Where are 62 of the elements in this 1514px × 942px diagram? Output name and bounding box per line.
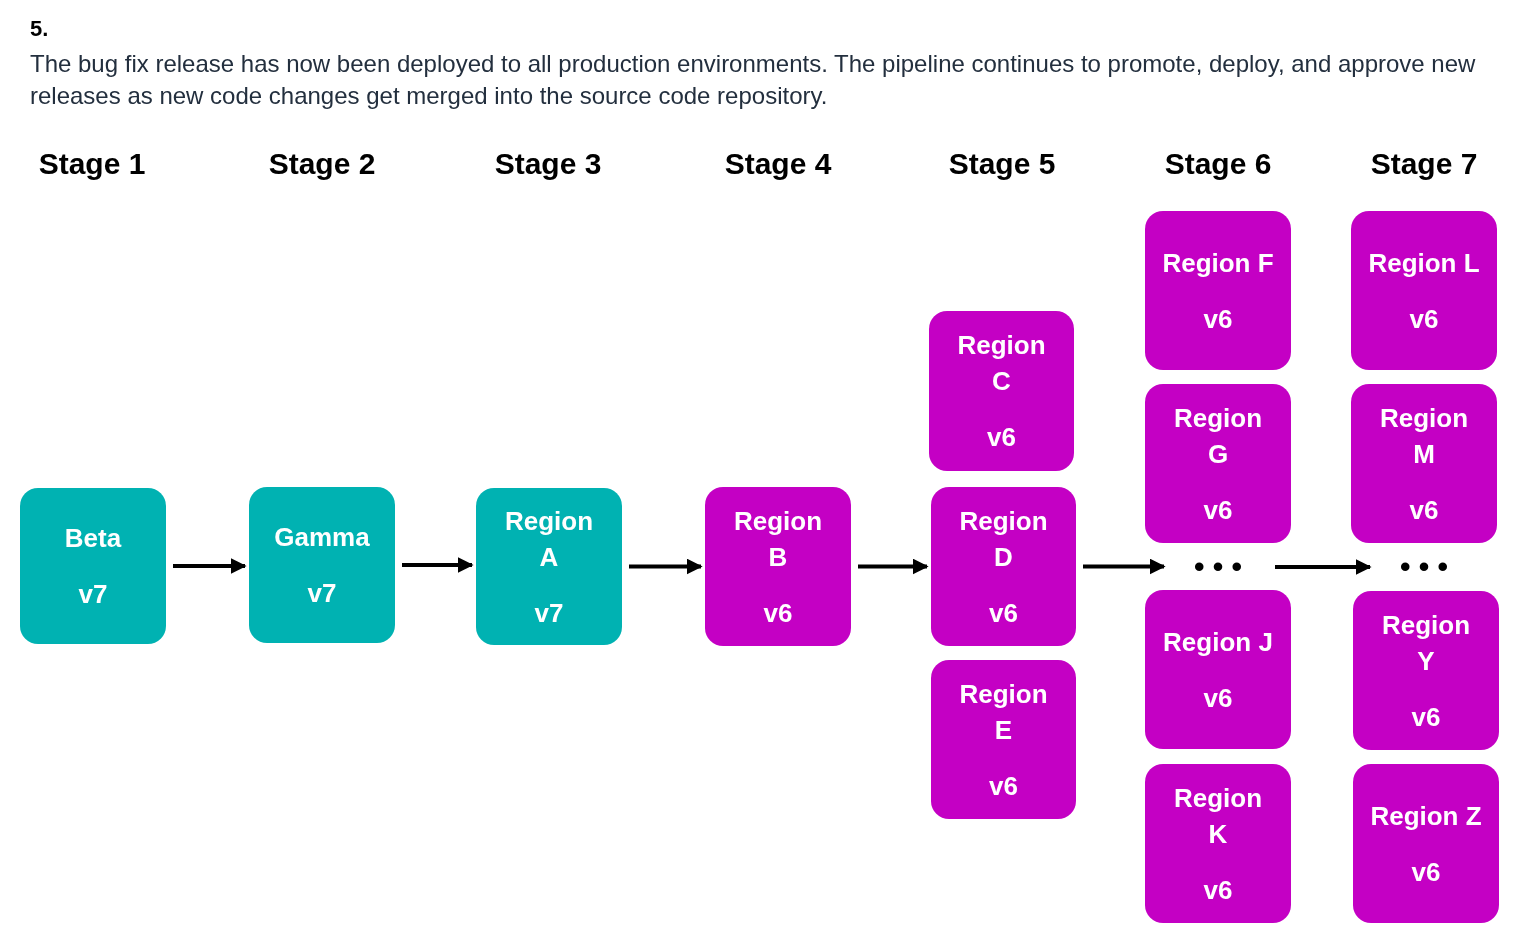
box-title: Region J bbox=[1162, 625, 1274, 659]
box-title: Region L bbox=[1368, 246, 1480, 280]
arrow bbox=[402, 557, 474, 573]
version-label: v6 bbox=[1202, 681, 1234, 715]
stage-heading: Stage 3 bbox=[493, 146, 603, 182]
ellipsis-dots: • • • bbox=[1193, 549, 1243, 585]
box-title: Gamma bbox=[273, 521, 371, 554]
version-label: v7 bbox=[533, 596, 565, 630]
version-label: v6 bbox=[988, 596, 1019, 630]
arrow bbox=[858, 558, 929, 575]
stage-heading: Stage 5 bbox=[947, 146, 1057, 182]
box-title: Region E bbox=[958, 677, 1049, 747]
stage-box bbox=[476, 488, 622, 645]
box-title: Region F bbox=[1162, 246, 1274, 280]
stage-box bbox=[1353, 591, 1499, 750]
stage-heading: Stage 7 bbox=[1369, 146, 1479, 182]
box-title: Region B bbox=[732, 504, 824, 574]
version-label: v6 bbox=[1202, 302, 1234, 336]
version-label: v7 bbox=[306, 577, 338, 610]
ellipsis-dots: • • • bbox=[1399, 549, 1449, 585]
stage-box bbox=[1351, 384, 1497, 543]
stage-box bbox=[1145, 211, 1291, 370]
stage-box bbox=[1353, 764, 1499, 923]
box-title: Region D bbox=[958, 504, 1049, 574]
description-text: The bug fix release has now been deployed to all production environments. The pipeline continues to promote, deploy, and approve new releases as new code changes get merged into the source code repository. bbox=[30, 49, 1477, 111]
stage-box bbox=[1351, 211, 1497, 370]
stage-box bbox=[20, 488, 166, 644]
arrow bbox=[1083, 558, 1166, 575]
box-title: Region K bbox=[1172, 781, 1264, 851]
box-title: Region A bbox=[503, 504, 595, 574]
version-label: v6 bbox=[1410, 700, 1442, 734]
box-title: Region M bbox=[1378, 401, 1470, 471]
version-label: v7 bbox=[77, 578, 109, 611]
step-number: 5. bbox=[30, 16, 49, 42]
version-label: v6 bbox=[1202, 873, 1234, 907]
box-title: Beta bbox=[63, 522, 123, 555]
stage-box bbox=[1145, 384, 1291, 543]
stage-heading: Stage 6 bbox=[1163, 146, 1273, 182]
box-title: Region C bbox=[956, 329, 1047, 398]
version-label: v6 bbox=[986, 421, 1017, 454]
stage-box bbox=[1145, 590, 1291, 749]
stage-box bbox=[705, 487, 851, 646]
stage-heading: Stage 4 bbox=[723, 146, 833, 182]
stage-box bbox=[249, 487, 395, 643]
box-title: Region Z bbox=[1370, 799, 1482, 833]
stage-heading: Stage 1 bbox=[37, 146, 147, 182]
box-title: Region Y bbox=[1380, 608, 1472, 678]
arrow bbox=[173, 558, 247, 574]
stage-box bbox=[929, 311, 1074, 471]
version-label: v6 bbox=[1410, 855, 1442, 889]
arrow bbox=[1275, 559, 1372, 575]
version-label: v6 bbox=[1202, 493, 1234, 527]
stage-box bbox=[931, 487, 1076, 646]
version-label: v6 bbox=[762, 596, 794, 630]
stage-box bbox=[1145, 764, 1291, 923]
version-label: v6 bbox=[1408, 302, 1440, 336]
arrow bbox=[629, 558, 703, 575]
stage-heading: Stage 2 bbox=[267, 146, 377, 182]
version-label: v6 bbox=[1408, 493, 1440, 527]
version-label: v6 bbox=[988, 769, 1019, 803]
box-title: Region G bbox=[1172, 401, 1264, 471]
stage-box bbox=[931, 660, 1076, 819]
